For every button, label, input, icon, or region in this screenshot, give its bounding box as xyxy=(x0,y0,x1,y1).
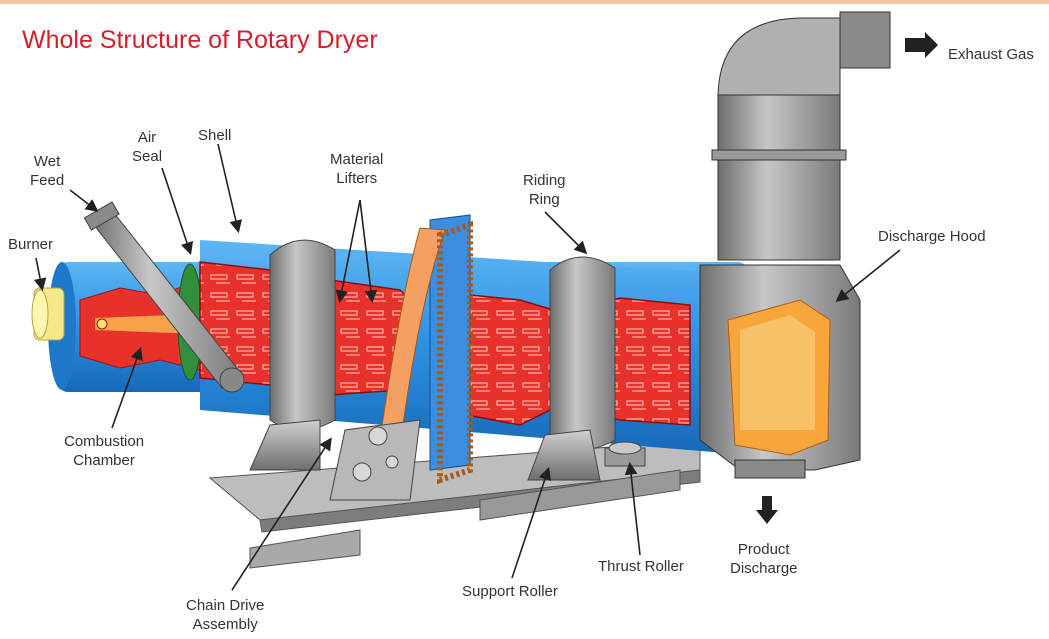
leader-shell xyxy=(218,144,238,230)
label-burner: Burner xyxy=(8,235,53,254)
burner xyxy=(32,288,64,340)
support-roller-left xyxy=(250,420,320,470)
leader-wet-feed xyxy=(70,190,96,210)
riding-ring-right xyxy=(550,257,615,450)
label-discharge-hood: Discharge Hood xyxy=(878,227,986,246)
leader-riding-ring xyxy=(545,212,585,252)
diagram-title: Whole Structure of Rotary Dryer xyxy=(22,26,378,55)
label-product-discharge: Product Discharge xyxy=(730,540,798,578)
leader-air-seal xyxy=(162,168,190,252)
leader-burner xyxy=(36,258,42,288)
label-shell: Shell xyxy=(198,126,231,145)
label-exhaust-gas: Exhaust Gas xyxy=(948,45,1034,64)
label-chain-drive-assembly: Chain Drive Assembly xyxy=(186,596,264,634)
discharge-hood xyxy=(700,12,890,478)
label-wet-feed: Wet Feed xyxy=(30,152,64,190)
label-thrust-roller: Thrust Roller xyxy=(598,557,684,576)
product-discharge-arrow-icon xyxy=(756,496,778,524)
label-support-roller: Support Roller xyxy=(462,582,558,601)
label-combustion-chamber: Combustion Chamber xyxy=(64,432,144,470)
thrust-roller xyxy=(605,442,645,466)
label-riding-ring: Riding Ring xyxy=(523,171,566,209)
riding-ring-left xyxy=(270,240,335,430)
label-material-lifters: Material Lifters xyxy=(330,150,383,188)
label-air-seal: Air Seal xyxy=(132,128,162,166)
exhaust-arrow-icon xyxy=(905,32,938,58)
leader-discharge-hood xyxy=(838,250,900,300)
